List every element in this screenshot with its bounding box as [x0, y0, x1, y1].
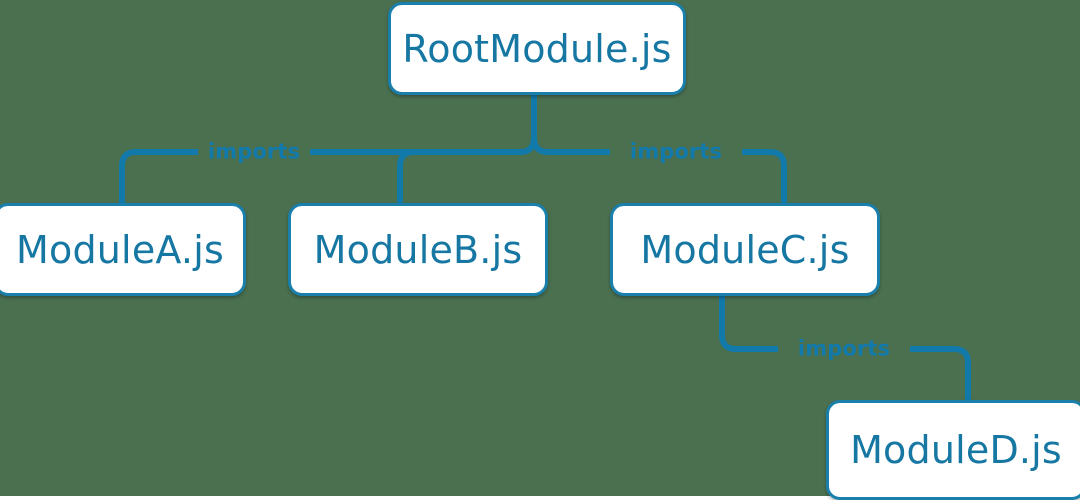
- node-modulea[interactable]: ModuleA.js: [0, 203, 246, 296]
- node-modulec[interactable]: ModuleC.js: [610, 203, 880, 296]
- edge-root-to-c-2: [742, 149, 787, 203]
- edge-root-to-b: [397, 149, 415, 203]
- edge-label-root-to-a: imports: [207, 139, 301, 164]
- edge-c-to-d-2: [910, 346, 971, 400]
- edge-root-to-a-2: [119, 149, 198, 203]
- node-moduled[interactable]: ModuleD.js: [826, 400, 1080, 500]
- node-moduleb-label: ModuleB.js: [313, 227, 523, 272]
- node-rootmodule[interactable]: RootModule.js: [388, 2, 686, 95]
- node-modulec-label: ModuleC.js: [640, 227, 850, 272]
- edge-label-root-to-c: imports: [629, 139, 723, 164]
- node-modulea-label: ModuleA.js: [16, 227, 224, 272]
- edge-root-stem-left: [519, 137, 537, 155]
- node-rootmodule-label: RootModule.js: [402, 26, 672, 71]
- node-moduleb[interactable]: ModuleB.js: [288, 203, 548, 296]
- edge-c-to-d: [719, 296, 778, 352]
- edge-label-c-to-d: imports: [797, 336, 891, 361]
- node-moduled-label: ModuleD.js: [850, 428, 1062, 472]
